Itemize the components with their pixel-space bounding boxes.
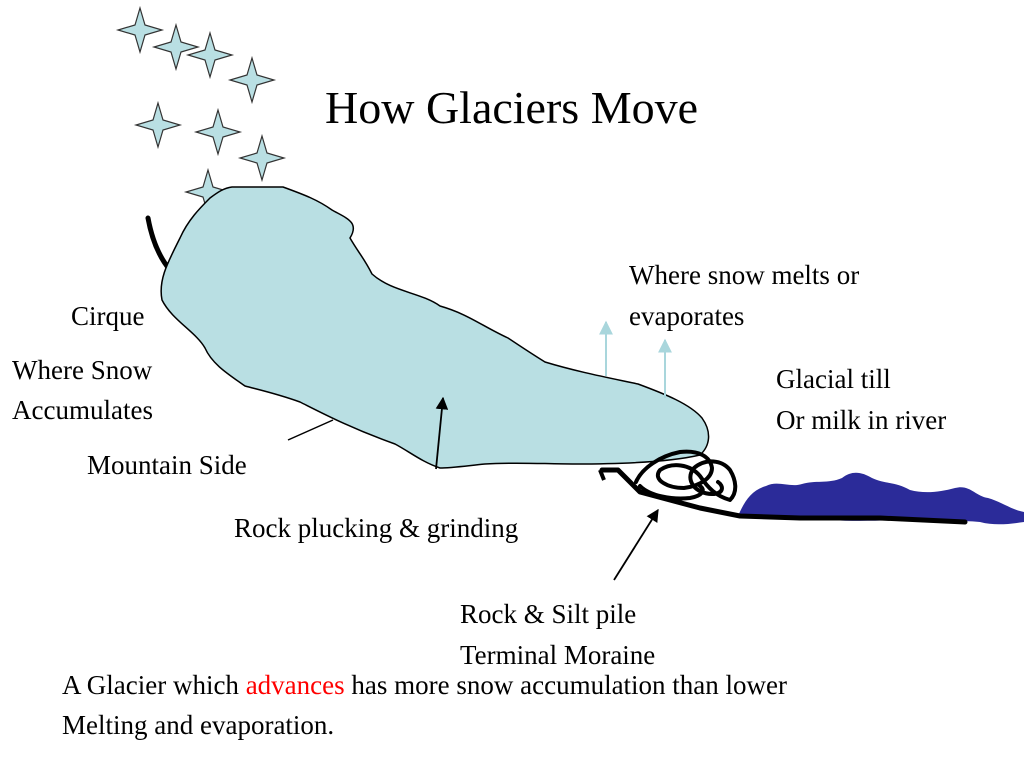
label-glacial-till: Glacial till [776,364,891,394]
snowflake-star-icon [151,22,201,72]
footer-highlight-advances: advances [245,670,345,700]
label-accumulates: Accumulates [12,395,153,425]
mountain-side-line [145,215,173,273]
label-where-snow: Where Snow [12,355,153,385]
plucking-arrow [435,396,449,470]
label-cirque: Cirque [71,301,145,331]
page-title: How Glaciers Move [325,82,699,133]
snowflake-stars [115,5,287,217]
footer-text: A Glacier which advances has more snow a… [62,665,787,745]
ground-tick [598,469,606,481]
footer-line-1: A Glacier which advances has more snow a… [62,665,787,705]
terminal-moraine [634,449,738,502]
snowflake-star-icon [193,107,243,157]
label-evaporates: evaporates [629,301,745,331]
label-mountain-side: Mountain Side [87,450,247,480]
snowflake-star-icon [185,30,235,80]
snowflake-star-icon [115,5,165,55]
snowflake-star-icon [237,133,287,183]
label-rock-plucking: Rock plucking & grinding [234,513,519,543]
footer-line-1-post: has more snow accumulation than lower [344,670,788,700]
snowflake-star-icon [227,55,277,105]
moraine-arrow [613,508,659,581]
footer-line-1-pre: A Glacier which [62,670,246,700]
glacier-body [160,186,710,469]
label-terminal-moraine: Terminal Moraine [460,640,656,670]
footer-line-2: Melting and evaporation. [62,710,335,740]
label-milk-in-river: Or milk in river [776,405,947,435]
ground-line [599,467,968,525]
snowflake-star-icon [133,100,183,150]
river [738,472,1024,525]
mountain-side-pointer-line [287,419,334,441]
label-rock-silt-pile: Rock & Silt pile [460,599,637,629]
label-snow-melts: Where snow melts or [629,260,860,290]
